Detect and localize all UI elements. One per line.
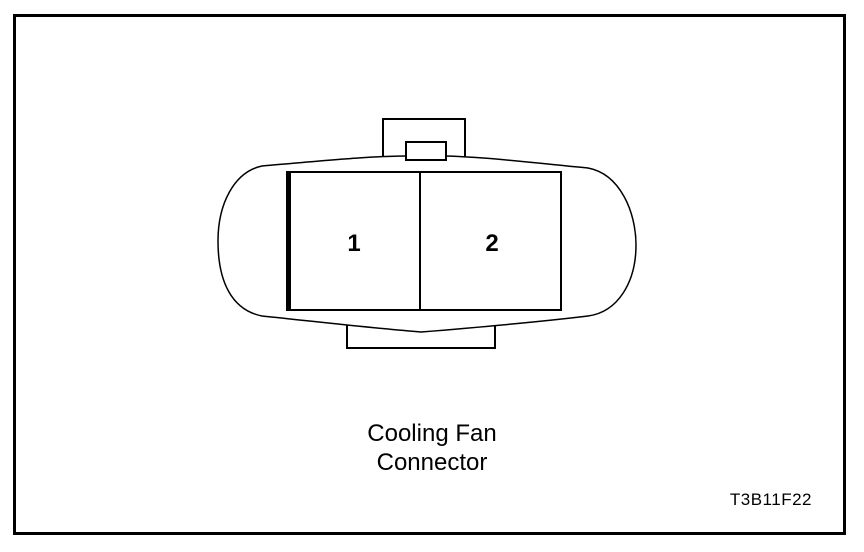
diagram-caption: Cooling Fan Connector [0, 419, 864, 477]
pin-2-label: 2 [485, 230, 498, 257]
caption-line-1: Cooling Fan [367, 420, 497, 447]
inner-latch [405, 141, 447, 161]
pin-1-label: 1 [347, 230, 360, 257]
diagram-frame [13, 14, 846, 535]
caption-line-2: Connector [376, 449, 488, 476]
terminal-cavity-area [286, 171, 562, 311]
figure-id: T3B11F22 [729, 490, 812, 509]
